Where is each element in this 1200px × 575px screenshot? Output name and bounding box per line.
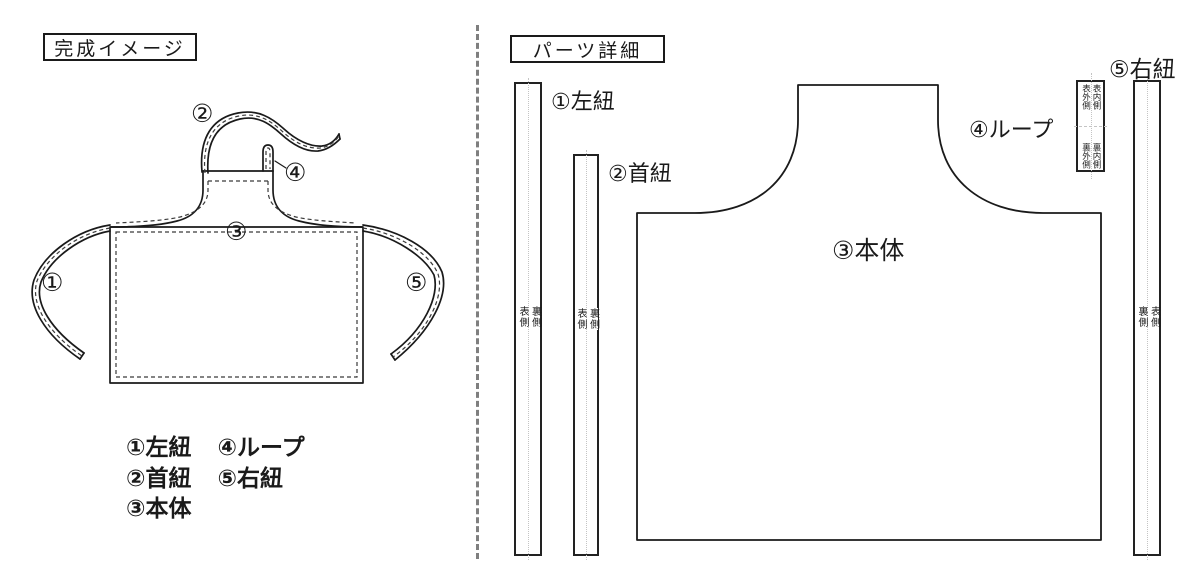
finished-image-title: 完成イメージ (54, 37, 186, 60)
body-part-label: ③本体 (832, 236, 905, 265)
neck-tie-fold-line (586, 150, 587, 560)
loop-cell-labels: 表外側 表内側 裏外側 裏内側 (1078, 82, 1103, 170)
apron-bib-left (110, 170, 204, 228)
left-tie-end-cap (79, 352, 85, 360)
left-tie-side-labels: 表側 裏側 (516, 306, 541, 328)
loop-back-inner-label: 裏内側 (1091, 142, 1101, 169)
apron-bib-right (272, 170, 363, 228)
right-tie-inner (362, 230, 436, 355)
parts-detail-title: パーツ詳細 (532, 39, 643, 62)
left-tie-back-side-label: 裏側 (529, 306, 541, 328)
right-tie-part-label: ⑤右紐 (1109, 57, 1176, 83)
loop-part-label: ④ループ (969, 118, 1054, 143)
right-tie-side-labels: 裏側 表側 (1135, 306, 1160, 328)
left-tie-fold-line (528, 78, 529, 560)
legend-column-2: ④ループ ⑤右紐 (217, 433, 304, 525)
bib-left-stitch (115, 181, 209, 224)
bib-right-stitch (267, 181, 357, 224)
legend-column-1: ①左紐 ②首紐 ③本体 (126, 433, 191, 525)
neck-tie-side-labels: 表側 裏側 (574, 308, 599, 330)
loop-mid-fold-line (1074, 126, 1107, 127)
right-tie-fold-line (1147, 76, 1148, 560)
left-tie-part-label: ①左紐 (551, 90, 615, 115)
body-part-drawing (636, 84, 1102, 541)
marker-loop: ④ (284, 158, 307, 187)
neck-tie-end-cap (338, 133, 341, 140)
neck-tie-back-side-label: 裏側 (587, 308, 599, 330)
neck-tie-front-side-label: 表側 (574, 308, 586, 330)
apron-waist-outline (109, 226, 364, 384)
legend-item-neck-tie: ②首紐 (126, 465, 192, 492)
loop-stitch (265, 147, 271, 169)
waist-stitch (115, 231, 358, 378)
right-tie-back-side-label: 裏側 (1135, 306, 1147, 328)
legend-item-loop: ④ループ (217, 435, 305, 461)
parts-legend: ①左紐 ②首紐 ③本体 ④ループ ⑤右紐 (126, 433, 305, 525)
loop-outline (262, 144, 274, 172)
marker-neck-tie: ② (191, 99, 214, 128)
apron-finished-drawing (31, 111, 445, 384)
neck-tie-pattern-piece: 表側 裏側 (573, 150, 599, 560)
body-part-outline (636, 84, 1102, 541)
loop-back-row: 裏外側 裏内側 (1078, 143, 1103, 169)
right-tie-front-side-label: 表側 (1148, 306, 1160, 328)
apron-stitch-lines (35, 114, 441, 378)
left-tie-stitch (35, 227, 111, 357)
parts-detail-title-box: パーツ詳細 (510, 35, 665, 63)
left-tie-outer (31, 224, 111, 360)
right-tie-outer (362, 224, 445, 361)
loop-pattern-piece: 表外側 表内側 裏外側 裏内側 (1074, 73, 1107, 179)
panel-divider (476, 25, 479, 559)
marker-body: ③ (225, 217, 248, 246)
left-tie-pattern-piece: 表側 裏側 (514, 78, 542, 560)
left-tie-front-side-label: 表側 (516, 306, 528, 328)
loop-front-outer-label: 表外側 (1080, 84, 1091, 110)
left-tie-inner (38, 230, 111, 354)
loop-back-outer-label: 裏外側 (1080, 142, 1091, 169)
loop-front-row: 表外側 表内側 (1078, 84, 1103, 110)
marker-right-tie: ⑤ (405, 268, 428, 297)
neck-tie-outer (200, 111, 340, 173)
legend-item-right-tie: ⑤右紐 (217, 465, 283, 492)
loop-leader-line (274, 160, 287, 169)
legend-item-body: ③本体 (126, 496, 192, 522)
neck-tie-inner (206, 117, 341, 174)
finished-image-title-box: 完成イメージ (43, 33, 197, 61)
right-tie-stitch (362, 227, 441, 358)
legend-item-left-tie: ①左紐 (126, 435, 192, 461)
right-tie-pattern-piece: 裏側 表側 (1133, 76, 1161, 560)
loop-front-inner-label: 表内側 (1091, 84, 1101, 110)
neck-tie-part-label: ②首紐 (608, 162, 672, 187)
marker-left-tie: ① (41, 268, 64, 297)
neck-tie-stitch (203, 114, 340, 174)
